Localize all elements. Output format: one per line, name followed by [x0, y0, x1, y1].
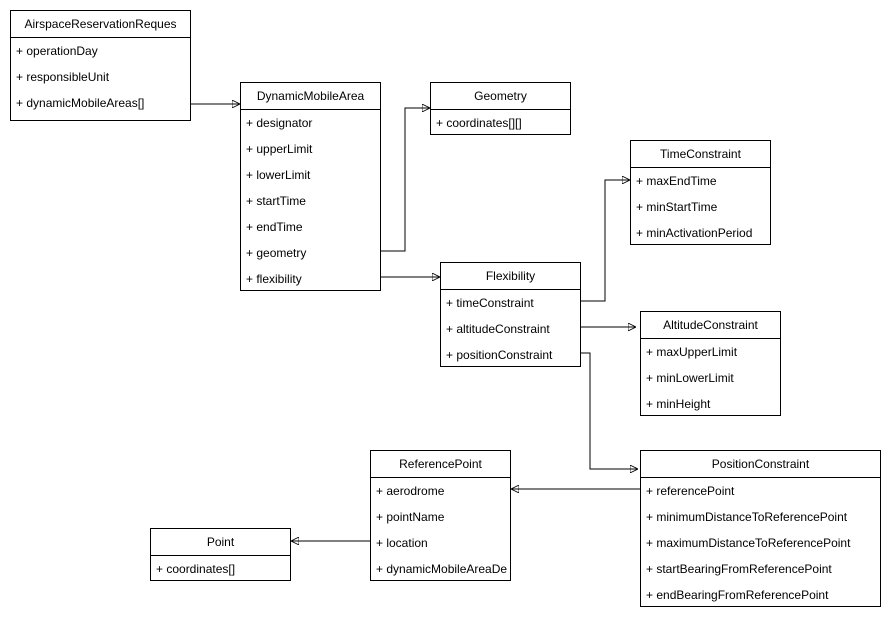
attribute-reference-point: + referencePoint [646, 484, 735, 498]
attribute-position-constraint: + positionConstraint [446, 348, 553, 362]
class-title: AirspaceReservationReques [11, 11, 190, 38]
class-reference-point[interactable]: ReferencePoint + aerodrome + pointName +… [370, 450, 511, 581]
attribute-min-activation-period: + minActivationPeriod [636, 226, 753, 240]
attribute-max-upper-limit: + maxUpperLimit [646, 345, 738, 359]
attribute-max-end-time: + maxEndTime [636, 174, 717, 188]
class-title: Geometry [431, 83, 570, 110]
attribute-dynamic-mobile-area-de: + dynamicMobileAreaDe [376, 562, 508, 576]
class-position-constraint[interactable]: PositionConstraint + referencePoint + mi… [640, 450, 881, 607]
attribute-lower-limit: + lowerLimit [246, 168, 311, 182]
attribute-time-constraint: + timeConstraint [446, 296, 534, 310]
attribute-designator: + designator [246, 116, 313, 130]
attribute-min-height: + minHeight [646, 397, 711, 411]
attribute-geometry: + geometry [246, 246, 307, 260]
attribute-end-bearing: + endBearingFromReferencePoint [646, 588, 829, 602]
class-time-constraint[interactable]: TimeConstraint + maxEndTime + minStartTi… [630, 140, 771, 245]
attribute-aerodrome: + aerodrome [376, 484, 445, 498]
attribute-coordinates: + coordinates[][] [436, 116, 522, 130]
attribute-start-bearing: + startBearingFromReferencePoint [646, 562, 832, 576]
edge-dma-to-geometry [380, 108, 430, 252]
attribute-min-start-time: + minStartTime [636, 200, 718, 214]
attribute-start-time: + startTime [246, 194, 306, 208]
class-flexibility[interactable]: Flexibility + timeConstraint + altitudeC… [440, 262, 581, 367]
class-title: Point [151, 529, 290, 556]
class-title: DynamicMobileArea [241, 83, 380, 110]
class-title: PositionConstraint [641, 451, 880, 478]
class-title: AltitudeConstraint [641, 312, 780, 339]
attribute-upper-limit: + upperLimit [246, 142, 313, 156]
edge-flex-to-position [580, 352, 638, 469]
edge-flex-to-time [580, 180, 630, 302]
class-point[interactable]: Point + coordinates[] [150, 528, 291, 581]
attribute-coordinates: + coordinates[] [156, 562, 236, 576]
class-title: ReferencePoint [371, 451, 510, 478]
attribute-min-lower-limit: + minLowerLimit [646, 371, 734, 385]
attribute-location: + location [376, 536, 428, 550]
attribute-flexibility: + flexibility [246, 272, 302, 286]
class-title: TimeConstraint [631, 141, 770, 168]
attribute-dynamic-mobile-areas: + dynamicMobileAreas[] [16, 96, 145, 110]
attribute-point-name: + pointName [376, 510, 445, 524]
attribute-end-time: + endTime [246, 220, 303, 234]
attribute-responsible-unit: + responsibleUnit [16, 70, 110, 84]
attribute-minimum-distance: + minimumDistanceToReferencePoint [646, 510, 848, 524]
class-airspace-reservation-request[interactable]: AirspaceReservationReques + operationDay… [10, 10, 191, 121]
attribute-maximum-distance: + maximumDistanceToReferencePoint [646, 536, 851, 550]
class-dynamic-mobile-area[interactable]: DynamicMobileArea + designator + upperLi… [240, 82, 381, 291]
class-geometry[interactable]: Geometry + coordinates[][] [430, 82, 571, 135]
class-altitude-constraint[interactable]: AltitudeConstraint + maxUpperLimit + min… [640, 311, 781, 416]
attribute-altitude-constraint: + altitudeConstraint [446, 322, 550, 336]
attribute-operation-day: + operationDay [16, 44, 98, 58]
class-title: Flexibility [441, 263, 580, 290]
